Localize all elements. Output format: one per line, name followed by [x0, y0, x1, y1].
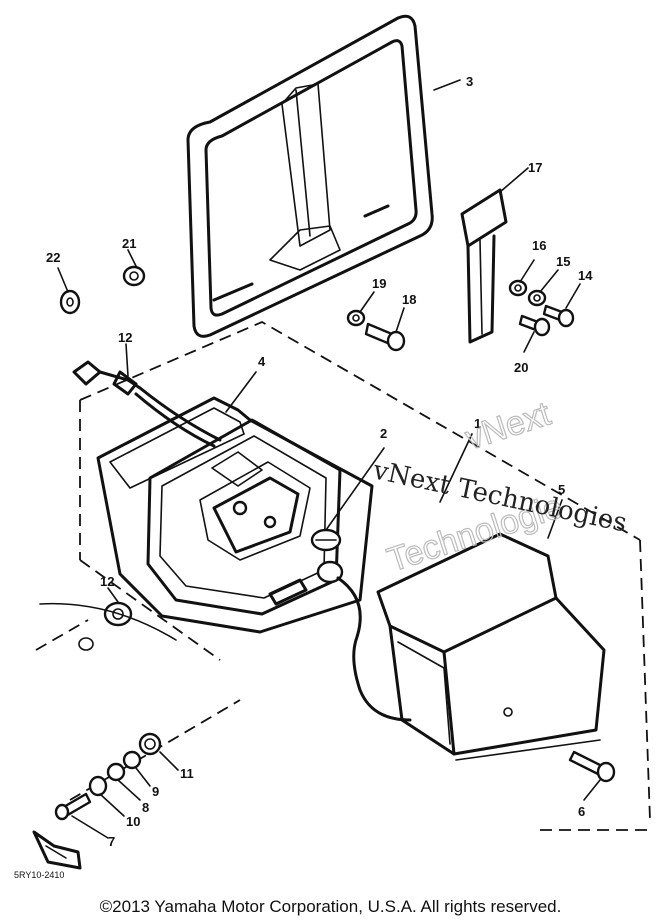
- callout-16: 16: [532, 238, 546, 253]
- callout-5: 5: [558, 482, 565, 497]
- bolt-6: [568, 750, 616, 783]
- mounting-hole: [78, 637, 94, 651]
- callout-8: 8: [142, 800, 149, 815]
- callout-7: 7: [108, 834, 115, 849]
- bolt-20: [518, 314, 551, 337]
- washer-11: [138, 732, 162, 756]
- callout-15: 15: [556, 254, 570, 269]
- callout-3: 3: [466, 74, 473, 89]
- taillight-base: [96, 396, 374, 634]
- washer-9: [122, 750, 142, 770]
- bolt-18: [364, 322, 406, 352]
- callout-19: 19: [372, 276, 386, 291]
- callout-10: 10: [126, 814, 140, 829]
- callout-4: 4: [258, 354, 266, 369]
- watermark-outline-vnext: vNext: [461, 394, 556, 457]
- callout-1: 1: [474, 416, 481, 431]
- screw-7: [54, 792, 92, 821]
- front-arrow: [32, 830, 82, 870]
- callout-14: 14: [578, 268, 593, 283]
- socket-cord: [316, 560, 412, 722]
- callout-6: 6: [578, 804, 585, 819]
- bolt-14: [542, 304, 575, 328]
- callout-18: 18: [402, 292, 416, 307]
- washer-19: [346, 309, 366, 327]
- taillight-lens: [376, 532, 606, 761]
- callout-2: 2: [380, 426, 387, 441]
- callout-20: 20: [514, 360, 528, 375]
- bracket-stay: [460, 188, 508, 344]
- nut-22: [59, 289, 81, 315]
- callout-12-top: 12: [118, 330, 132, 345]
- copyright-notice: ©2013 Yamaha Motor Corporation, U.S.A. A…: [99, 897, 562, 916]
- washer-8: [106, 762, 126, 782]
- fender-edge: [39, 602, 177, 641]
- drawing-code: 5RY10-2410: [14, 870, 64, 880]
- license-plate-bracket: [186, 14, 434, 338]
- callout-22: 22: [46, 250, 60, 265]
- bulb: [310, 528, 342, 552]
- nut-21: [122, 265, 146, 287]
- watermark: vNext Technologie vNext Technologies: [370, 394, 630, 580]
- nut-10: [88, 775, 108, 797]
- washer-15: [527, 289, 547, 307]
- callout-11: 11: [180, 766, 194, 781]
- leader-lines: [57, 79, 601, 839]
- washer-16: [508, 279, 528, 297]
- callout-21: 21: [122, 236, 136, 251]
- callout-12-lower: 12: [100, 574, 114, 589]
- callout-17: 17: [528, 160, 542, 175]
- callout-9: 9: [152, 784, 159, 799]
- callouts: 3 17 16 15 14 19 18 20 21 22 12 4 2 1 5 …: [46, 74, 593, 849]
- parts-diagram: 3 17 16 15 14 19 18 20 21 22 12 4 2 1 5 …: [14, 14, 651, 880]
